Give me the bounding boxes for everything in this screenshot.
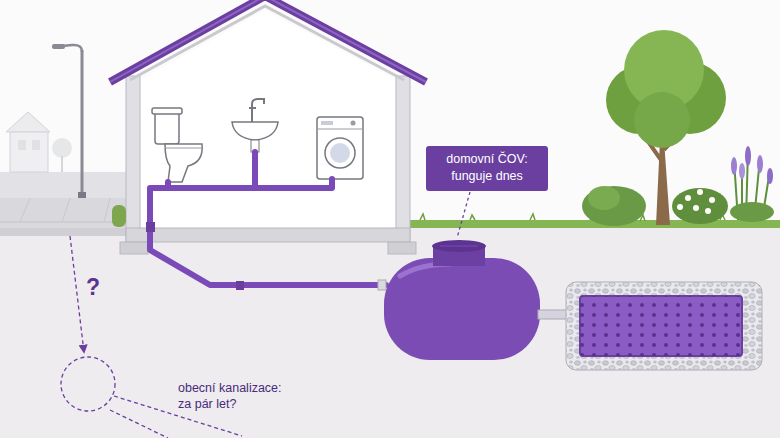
infiltration-bed (566, 282, 762, 370)
tree-part (634, 92, 690, 148)
leader-line-part (457, 192, 470, 238)
washing-machine-part (321, 121, 333, 125)
house-part (110, 0, 426, 82)
street-part (0, 198, 128, 228)
house-part (396, 76, 410, 242)
house (110, 0, 426, 254)
future-sewer-part (110, 410, 168, 438)
ground-part (0, 226, 780, 438)
toilet-part (155, 112, 179, 144)
street-lamp-part (52, 44, 65, 49)
bushes-part (739, 163, 745, 179)
street-part (0, 222, 128, 223)
bushes-part (697, 189, 703, 195)
house-part (130, 6, 404, 80)
bushes-part (731, 157, 737, 175)
drain-pipe-part (236, 281, 244, 290)
house-part (126, 76, 140, 242)
drain-pipe-part (378, 280, 386, 290)
bushes-part (582, 186, 646, 226)
leader-line (457, 192, 470, 238)
bushes-part (672, 188, 728, 224)
toilet-part (165, 144, 202, 182)
house-part (388, 242, 416, 254)
callout-box: domovní ČOV: funguje dnes (426, 146, 548, 191)
ground (0, 214, 780, 438)
distant-house-part (52, 138, 72, 158)
note-label: obecní kanalizace: za pár let? (178, 380, 298, 413)
bushes-part (685, 195, 691, 201)
washing-machine-part (317, 117, 363, 179)
septic-tank (384, 240, 572, 360)
septic-tank-part (384, 258, 540, 360)
street-lamp-part (62, 45, 82, 52)
washing-machine-part (330, 143, 350, 163)
distant-house-part (32, 140, 40, 150)
bushes-part (757, 155, 763, 173)
distant-house-part (18, 140, 26, 150)
street (0, 172, 130, 236)
distant-house-part (6, 112, 50, 132)
septic-tank-part (440, 246, 478, 247)
sink (232, 99, 278, 152)
street-part (0, 172, 130, 198)
bushes-part (767, 168, 773, 184)
toilet-part (152, 108, 182, 114)
question-mark: ? (86, 276, 100, 299)
house-part (120, 242, 148, 254)
distant-house (6, 112, 72, 172)
drain-pipe-part (150, 152, 386, 285)
bushes-part (677, 204, 683, 210)
house-part (110, 0, 426, 82)
bushes-part (730, 202, 774, 222)
house-part (126, 228, 410, 242)
toilet-part (165, 148, 202, 149)
washing-machine-part (317, 129, 363, 130)
infiltration-bed-part (580, 296, 742, 356)
bushes-part (705, 208, 711, 214)
washing-machine (317, 117, 363, 179)
septic-tank-part (432, 240, 486, 252)
washing-machine-part (325, 138, 355, 168)
street-part (20, 198, 30, 222)
drain-pipe (146, 152, 386, 290)
street-lamp (52, 44, 86, 198)
house-part (112, 205, 126, 227)
future-sewer-part (70, 236, 84, 352)
box-text: domovní ČOV: funguje dnes (436, 151, 538, 185)
street-part (0, 228, 126, 236)
distant-house-part (10, 132, 48, 172)
infiltration-bed-part (566, 282, 762, 370)
drain-pipe-part (146, 222, 155, 232)
street-lamp-part (78, 192, 86, 198)
washing-machine-part (351, 121, 356, 126)
bushes-part (745, 146, 751, 166)
bushes (582, 146, 774, 226)
sink-part (249, 107, 256, 109)
future-sewer-part (61, 357, 115, 411)
toilet (152, 108, 202, 182)
bushes-part (588, 186, 620, 210)
bushes-part (693, 205, 699, 211)
infiltration-bed-part (580, 296, 742, 356)
street-part (104, 198, 110, 222)
distant-house-part (61, 156, 63, 172)
sink-part (252, 99, 264, 122)
street-lamp-part (81, 50, 84, 196)
sink-part (232, 122, 278, 140)
bushes-part (709, 197, 715, 203)
street-part (62, 198, 70, 222)
